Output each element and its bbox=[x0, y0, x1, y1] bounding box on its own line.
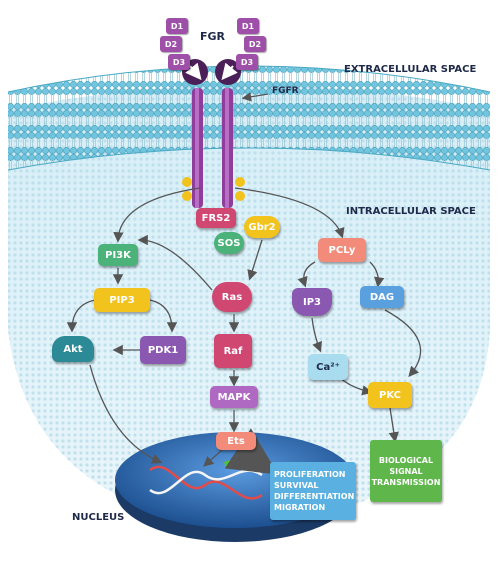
pi3k-node: PI3K bbox=[98, 244, 138, 266]
ip3-node: IP3 bbox=[292, 288, 332, 316]
pkc-node: PKC bbox=[368, 382, 412, 408]
frs2-node: FRS2 bbox=[196, 208, 236, 228]
cellular-outcomes-box: PROLIFERATION SURVIVAL DIFFERENTIATION M… bbox=[270, 462, 356, 520]
outcome-migration: MIGRATION bbox=[274, 503, 326, 512]
receptor-domain-right-d2: D2 bbox=[244, 36, 266, 52]
receptor-domain-left-d1: D1 bbox=[166, 18, 188, 34]
signal-line-3: TRANSMISSION bbox=[371, 477, 441, 487]
outcome-differentiation: DIFFERENTIATION bbox=[274, 492, 355, 501]
mapk-node: MAPK bbox=[210, 386, 258, 408]
raf-node: Raf bbox=[214, 334, 252, 368]
receptor-label: FGFR bbox=[272, 86, 299, 96]
dag-node: DAG bbox=[360, 286, 404, 308]
intracellular-label: INTRACELLULAR SPACE bbox=[346, 206, 476, 217]
nucleus-label: NUCLEUS bbox=[72, 512, 125, 523]
plcy-node: PCLy bbox=[318, 238, 366, 262]
gbr2-node: Gbr2 bbox=[244, 216, 280, 238]
receptor-domain-right-d1: D1 bbox=[237, 18, 259, 34]
ras-node: Ras bbox=[212, 282, 252, 312]
receptor-domain-left-d3: D3 bbox=[168, 54, 190, 70]
ligand-label: FGR bbox=[200, 30, 226, 43]
receptor-domain-left-d2: D2 bbox=[160, 36, 182, 52]
signal-line-1: BIOLOGICAL bbox=[378, 455, 434, 465]
extracellular-label: EXTRACELLULAR SPACE bbox=[344, 64, 477, 75]
sos-node: SOS bbox=[214, 232, 244, 254]
akt-node: Akt bbox=[52, 336, 94, 362]
ets-node: Ets bbox=[216, 432, 256, 450]
signal-line-2: SIGNAL bbox=[389, 466, 423, 476]
calcium-node: Ca²⁺ bbox=[308, 354, 348, 380]
pip3-node: PIP3 bbox=[94, 288, 150, 312]
pdk1-node: PDK1 bbox=[140, 336, 186, 364]
outcome-survival: SURVIVAL bbox=[274, 481, 319, 490]
outcome-proliferation: PROLIFERATION bbox=[274, 470, 346, 479]
receptor-domain-right-d3: D3 bbox=[236, 54, 258, 70]
biological-signal-box: BIOLOGICAL SIGNAL TRANSMISSION bbox=[370, 440, 442, 502]
